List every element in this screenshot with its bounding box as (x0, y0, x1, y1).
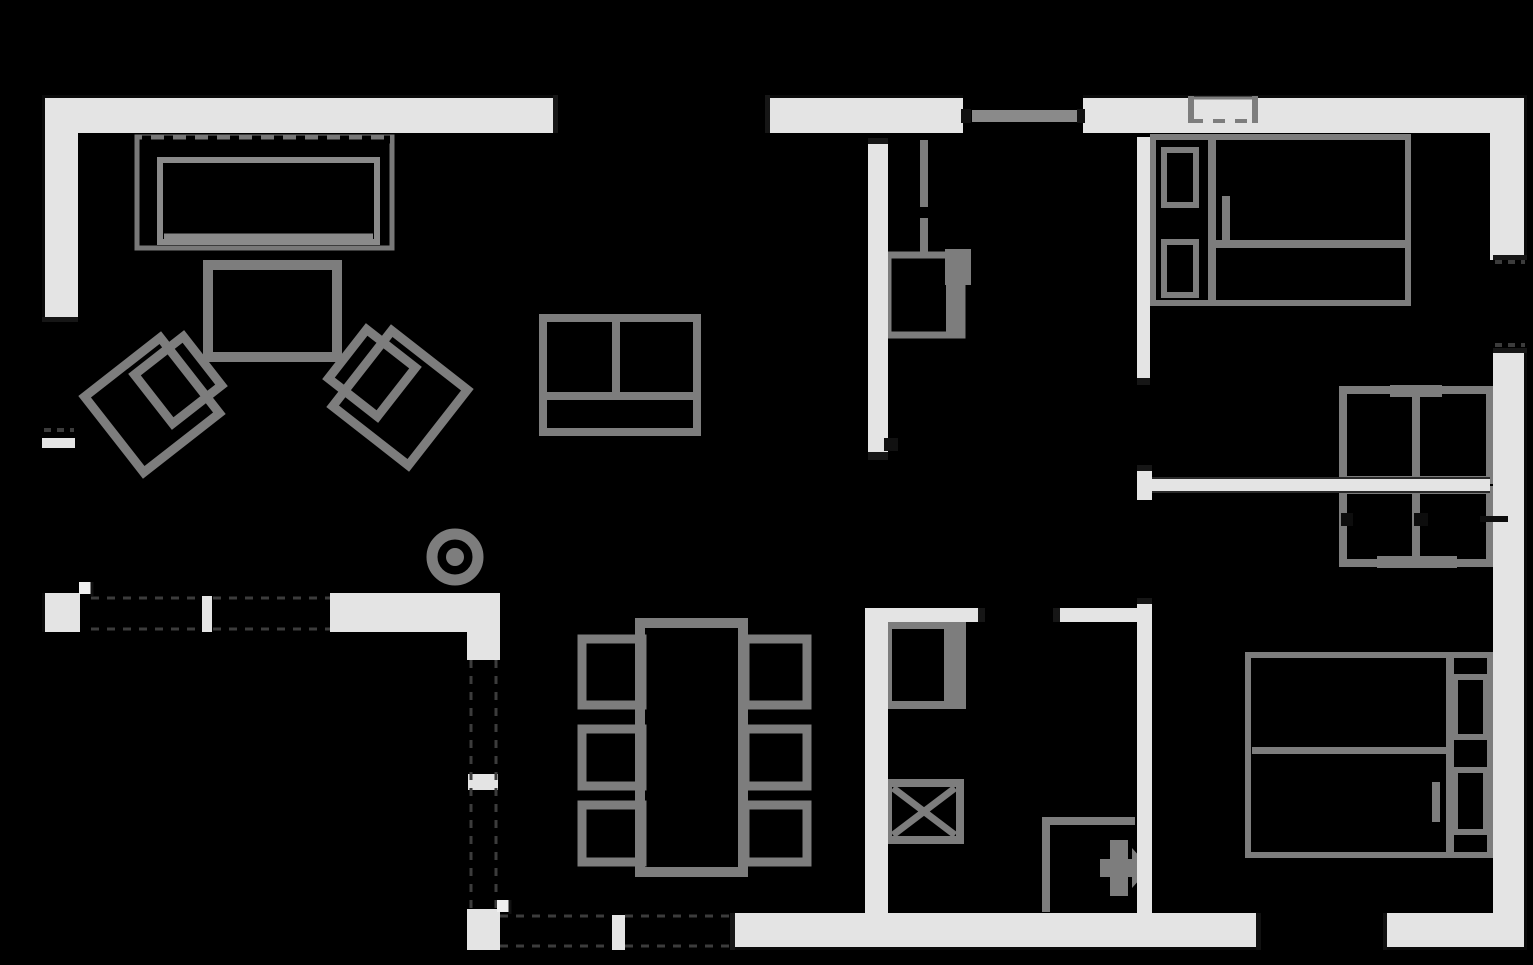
frame-cap-top-gap-right (765, 95, 770, 133)
frame-cap-corridor-3 (1137, 598, 1152, 604)
armchair-right-cushion (322, 323, 422, 423)
armchair-right-seat (326, 324, 474, 472)
plant-center (446, 548, 464, 566)
bed-bottom-outline (1245, 652, 1493, 858)
frame-cap-right-window-top (1493, 255, 1527, 260)
dining-table (635, 618, 748, 877)
frame-cap-corridor-2 (1137, 465, 1152, 471)
technik-symbol-shaft (1100, 859, 1134, 877)
wall-bottom-main (730, 913, 1260, 950)
wall-right-main (1493, 348, 1527, 913)
glass-pier-south-1 (202, 596, 212, 632)
wall-left-upper (42, 95, 78, 322)
sofa-outline (134, 134, 395, 251)
washing-machine-diagonal-2 (890, 785, 958, 838)
frame-cap-center-wall-top (868, 138, 888, 144)
wall-top-right (1083, 95, 1490, 133)
sliding-door-cap-right (1077, 109, 1085, 123)
frame-cap-utility-door-right (1053, 608, 1060, 622)
frame-cap-top-gap-left (553, 95, 558, 133)
dining-chair-right-1 (740, 634, 812, 710)
wall-center-vertical (868, 138, 888, 460)
table-four-top-divider (1412, 392, 1420, 478)
wall-bottom-right (1383, 913, 1527, 950)
sofa-seat (157, 157, 380, 245)
table-four-tab-bottom (1377, 556, 1457, 568)
wall-right-upper (1490, 95, 1527, 260)
table-four-tab-top (1390, 385, 1442, 397)
frame-cap-left-window (42, 317, 78, 322)
coffee-table (203, 260, 342, 362)
frame-cap-right-window-bottom (1493, 348, 1527, 353)
door-leaf-terrace-living (79, 582, 92, 594)
plant-pot (426, 528, 484, 586)
marker-table-four-1 (1341, 513, 1353, 526)
chimney-right (1252, 96, 1258, 123)
wall-bedroom-divider-band (1152, 478, 1490, 492)
wall-corridor-upper (1137, 137, 1150, 385)
bed-top-center-line (1216, 240, 1406, 248)
wall-left-corner-block (42, 593, 80, 632)
wall-terrace-corner-v (467, 632, 500, 660)
kitchen-desk-tab (945, 249, 971, 285)
bed-bottom-pillow-2 (1452, 767, 1489, 835)
bed-top-pillow-2 (1161, 239, 1199, 298)
frame-cap-terrace-door-left (1256, 913, 1261, 950)
wall-hall-stub (1053, 608, 1138, 622)
utility-shower-edge (944, 627, 962, 703)
wall-top-mid (765, 95, 963, 133)
chimney-left (1188, 96, 1194, 123)
wall-utility-left (865, 608, 888, 913)
dining-chair-right-2 (740, 724, 812, 791)
bed-bottom-blanket-fold (1432, 782, 1440, 822)
frame-cap-corridor-1 (1137, 378, 1150, 385)
wall-west-corner-block (467, 909, 500, 950)
glass-pier-south-2 (612, 915, 625, 950)
sliding-door-cap-left (961, 109, 971, 123)
window-sill-left (42, 438, 75, 448)
bed-top-outline (1150, 134, 1411, 306)
table-four-bottom-divider (1412, 492, 1420, 561)
bed-bottom-head-divider (1446, 655, 1454, 855)
armchair-left-seat (78, 331, 226, 479)
technik-partition-h (1042, 817, 1135, 825)
wall-top-left (42, 95, 558, 133)
frame-cap-terrace-door-right (1383, 913, 1387, 950)
armchair-left-cushion (128, 330, 228, 430)
bed-bottom-center-line (1252, 747, 1446, 754)
bed-top-blanket-fold (1222, 196, 1230, 240)
wall-corridor-lower (1137, 600, 1152, 950)
wall-terrace-corner-h (330, 593, 500, 632)
wall-utility-top (865, 608, 985, 622)
bed-top-pillow-1 (1161, 147, 1199, 208)
wall-corridor-cap (1137, 465, 1152, 500)
dining-chair-left-2 (577, 724, 647, 791)
kitchen-counter-line-lower (920, 218, 928, 255)
frame-cap-bottom-main-left (730, 913, 735, 950)
glass-pier-west (468, 774, 498, 790)
marker-table-four-2 (1414, 513, 1428, 526)
door-leaf-terrace-dining (497, 900, 510, 912)
frame-mark-center-wall (884, 438, 898, 451)
technik-partition-v (1042, 817, 1050, 912)
marker-right-wall-window (1480, 516, 1508, 522)
bed-top-head-divider (1208, 137, 1216, 303)
frame-cap-utility-door-left (978, 608, 985, 622)
frame-cap-center-wall-bottom (868, 452, 888, 460)
dining-chair-left-3 (577, 800, 647, 867)
dining-chair-left-1 (577, 634, 647, 710)
sliding-door-top (972, 110, 1077, 122)
bed-bottom-pillow-1 (1452, 674, 1489, 740)
kitchen-counter-line-upper (920, 140, 928, 207)
dining-chair-right-3 (740, 800, 812, 867)
